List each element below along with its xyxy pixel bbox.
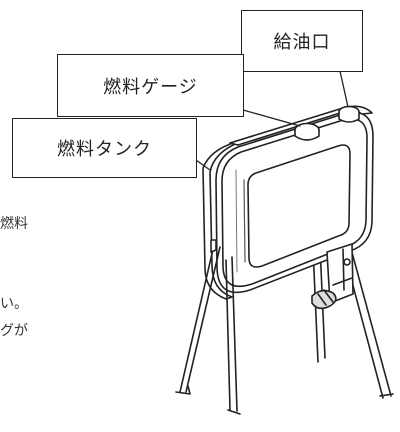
cropped-text-fragment: グが bbox=[0, 323, 28, 339]
fuel-tank-label: 燃料タンク bbox=[12, 118, 197, 178]
fuel-gauge-label-text: 燃料ゲージ bbox=[103, 76, 198, 98]
cropped-text-fragment: 燃料 bbox=[0, 216, 28, 232]
fuel-filler-cap bbox=[338, 105, 360, 123]
fuel-gauge-label: 燃料ゲージ bbox=[57, 54, 244, 117]
fuel-filler-label-text: 給油口 bbox=[273, 32, 331, 53]
fuel-tank-label-text: 燃料タンク bbox=[57, 139, 152, 160]
fuel-filler-label: 給油口 bbox=[241, 10, 363, 72]
leader-lines bbox=[195, 70, 349, 171]
cropped-text-fragment: い。 bbox=[0, 296, 28, 312]
front-stand bbox=[175, 239, 241, 415]
fuel-gauge-cap bbox=[294, 122, 320, 141]
fuel-valve-assembly bbox=[311, 243, 354, 310]
tank-body bbox=[202, 105, 374, 300]
